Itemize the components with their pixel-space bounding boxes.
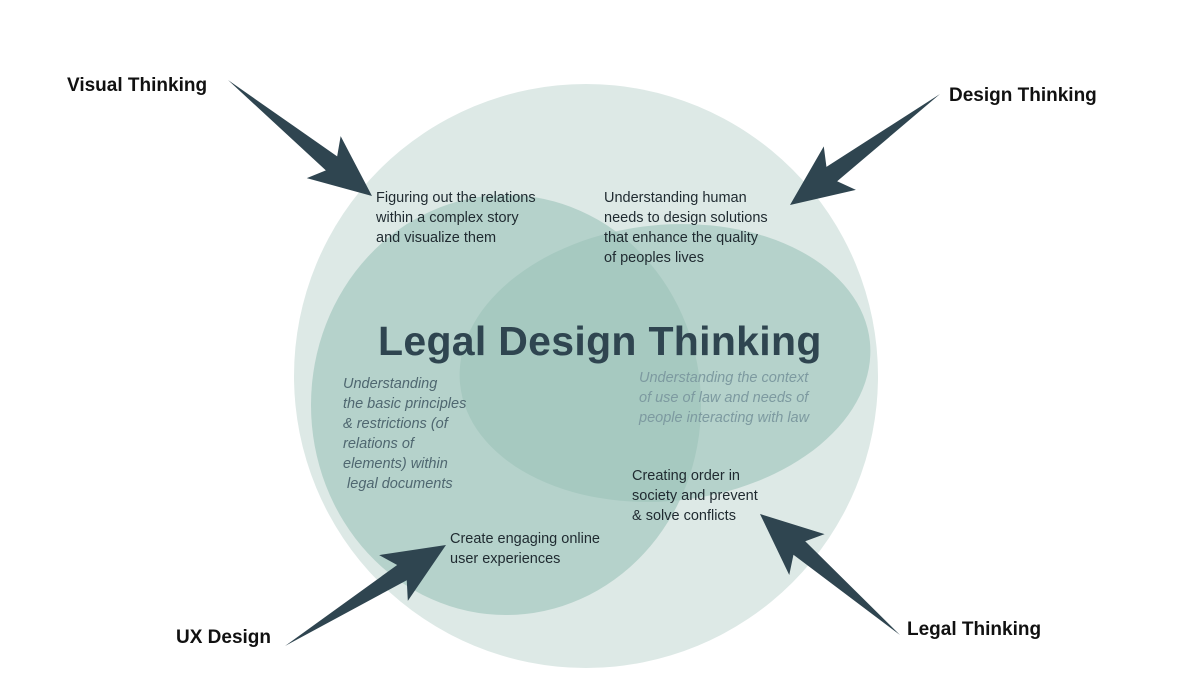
label-design-thinking: Design Thinking	[949, 85, 1097, 106]
label-legal-thinking: Legal Thinking	[907, 619, 1042, 640]
design-thinking-description: Understanding human needs to design solu…	[604, 190, 768, 266]
ux-design-description: Create engaging online user experiences	[450, 531, 600, 567]
visual-thinking-arrow-icon	[228, 80, 372, 196]
visual-thinking-description: Figuring out the relations within a comp…	[376, 190, 536, 246]
legal-documents-description: Understanding the basic principles & res…	[343, 376, 467, 492]
label-visual-thinking: Visual Thinking	[67, 75, 208, 96]
ux-design-arrow-icon	[285, 544, 447, 646]
right-ellipse	[459, 224, 871, 502]
label-ux-design: UX Design	[176, 627, 272, 648]
legal-thinking-arrow-icon	[759, 514, 900, 635]
design-thinking-arrow-icon	[789, 94, 940, 205]
context-of-law-description: Understanding the context of use of law …	[639, 370, 810, 426]
legal-thinking-description: Creating order in society and prevent & …	[632, 468, 758, 524]
diagram-title: Legal Design Thinking	[378, 318, 822, 364]
